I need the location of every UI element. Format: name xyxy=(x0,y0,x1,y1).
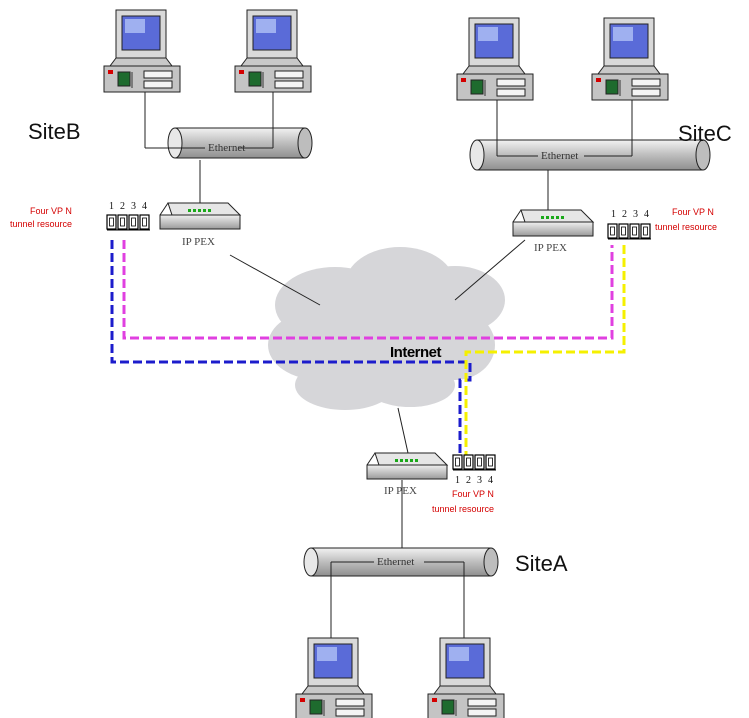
computer-icon xyxy=(234,9,312,93)
vpn-label: Four VP N xyxy=(452,489,494,499)
tunnel-blue xyxy=(110,240,472,455)
computer-icon xyxy=(295,637,373,718)
channel-label: 2 xyxy=(466,475,471,486)
tunnel-block-icon xyxy=(139,214,150,230)
tunnel-block-icon xyxy=(607,223,618,239)
vpn-tunnels xyxy=(110,240,626,455)
computer-icon xyxy=(591,17,669,101)
channel-label: 2 xyxy=(120,201,125,212)
ethernet-label: Ethernet xyxy=(541,150,578,162)
vpn-resource-a: 1 2 3 4 Four VP N tunnel resource xyxy=(432,454,496,514)
link-sitec-router-cloud xyxy=(454,239,526,301)
computer-icon xyxy=(427,637,505,718)
computer-icon xyxy=(456,17,534,101)
network-links xyxy=(199,160,549,548)
site-b: Ethernet IP PEX SiteB 1 2 3 4 Four VP N … xyxy=(10,9,313,248)
vpn-label: tunnel resource xyxy=(10,219,72,229)
site-label-b: SiteB xyxy=(28,119,81,144)
tunnel-block-icon xyxy=(640,223,651,239)
computer-icon xyxy=(103,9,181,93)
ethernet-segment: Ethernet xyxy=(144,92,313,159)
channel-label: 1 xyxy=(109,201,114,212)
ethernet-segment: Ethernet xyxy=(303,547,499,640)
vpn-label: Four VP N xyxy=(30,206,72,216)
tunnel-block-icon xyxy=(629,223,640,239)
channel-label: 3 xyxy=(477,475,482,486)
site-a: IP PEX 1 2 3 4 Four VP N tunnel resource… xyxy=(295,452,568,718)
device-label: IP PEX xyxy=(182,236,215,248)
channel-label: 2 xyxy=(622,209,627,220)
tunnel-yellow xyxy=(464,245,626,455)
vpn-label: tunnel resource xyxy=(655,222,717,232)
device-label: IP PEX xyxy=(384,485,417,497)
ethernet-label: Ethernet xyxy=(377,556,414,568)
channel-label: 3 xyxy=(633,209,638,220)
site-label-c: SiteC xyxy=(678,121,732,146)
internet-cloud xyxy=(268,247,505,410)
vpn-label: tunnel resource xyxy=(432,504,494,514)
tunnel-block-icon xyxy=(117,214,128,230)
router-icon xyxy=(159,202,241,230)
channel-label: 4 xyxy=(142,201,147,212)
site-c: Ethernet IP PEX SiteC 1 2 3 4 Four VP N … xyxy=(456,17,732,254)
link-sitea-router-cloud xyxy=(397,407,409,454)
channel-label: 4 xyxy=(488,475,493,486)
vpn-resource-c: 1 2 3 4 Four VP N tunnel resource xyxy=(607,207,717,240)
channel-label: 1 xyxy=(611,209,616,220)
channel-label: 3 xyxy=(131,201,136,212)
vpn-label: Four VP N xyxy=(672,207,714,217)
device-label: IP PEX xyxy=(534,242,567,254)
internet-label: Internet xyxy=(390,344,442,361)
link-siteb-router-cloud xyxy=(229,254,321,306)
tunnel-block-icon xyxy=(106,214,117,230)
site-label-a: SiteA xyxy=(515,551,568,576)
tunnel-block-icon xyxy=(485,454,496,470)
cloud-icon xyxy=(268,247,505,410)
ethernet-segment: Ethernet xyxy=(469,100,711,171)
router-icon xyxy=(512,209,594,237)
tunnel-block-icon xyxy=(618,223,629,239)
vpn-resource-b: 1 2 3 4 Four VP N tunnel resource xyxy=(10,201,150,231)
ethernet-label: Ethernet xyxy=(208,142,245,154)
router-icon xyxy=(366,452,448,480)
tunnel-block-icon xyxy=(463,454,474,470)
tunnel-block-icon xyxy=(474,454,485,470)
tunnel-magenta xyxy=(122,240,614,340)
tunnel-block-icon xyxy=(452,454,463,470)
tunnel-block-icon xyxy=(128,214,139,230)
channel-label: 1 xyxy=(455,475,460,486)
channel-label: 4 xyxy=(644,209,649,220)
